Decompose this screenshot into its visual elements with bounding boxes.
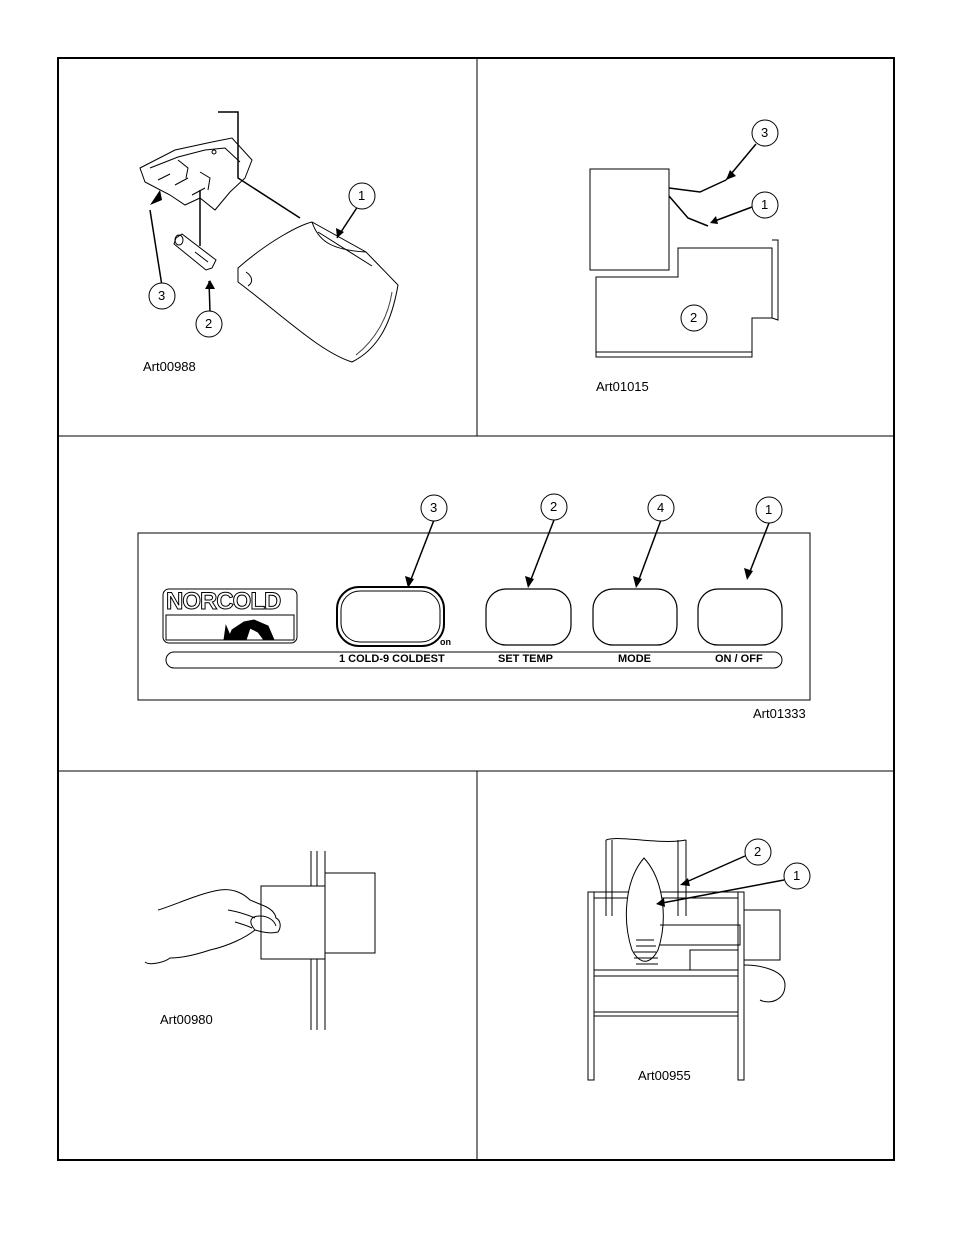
art-label-bottom-right: Art00955 [638,1068,691,1083]
mode-label: MODE [618,653,651,665]
figure-frame [57,57,895,1161]
callout-1-middle: 1 [765,502,773,517]
callout-1-bottom-right: 1 [793,868,801,883]
callout-3-middle: 3 [430,500,438,515]
on-off-label: ON / OFF [715,653,763,665]
top-left-callouts [148,182,376,338]
callout-3-top-right: 3 [761,125,769,140]
middle-callouts [420,493,783,524]
hand-pressing-button-diagram [144,851,376,1030]
control-module-diagram [589,143,779,358]
callout-2-bottom-right: 2 [754,844,762,859]
art-label-middle: Art01333 [753,706,806,721]
art-label-bottom-left: Art00980 [160,1012,213,1027]
art-label-top-right: Art01015 [596,379,649,394]
bottom-right-callouts [744,838,811,890]
callout-1-top-left: 1 [358,188,366,203]
norcold-logo: NORCOLD [165,588,281,616]
callout-4-middle: 4 [657,500,665,515]
callout-3-top-left: 3 [158,288,166,303]
callout-2-top-right: 2 [690,310,698,325]
on-indicator: on [440,637,451,647]
set-temp-label: SET TEMP [498,653,554,665]
callout-2-top-left: 2 [205,316,213,331]
temp-level-label: 1 COLD-9 COLDEST [339,653,445,665]
callout-2-middle: 2 [550,499,558,514]
panel-dividers [58,58,894,1160]
callout-1-top-right: 1 [761,197,769,212]
burner-flame-diagram [587,838,786,1081]
igniter-bracket-diagram [139,111,399,363]
art-label-top-left: Art00988 [143,359,196,374]
control-panel-diagram [137,519,811,701]
top-right-callouts [680,119,779,332]
